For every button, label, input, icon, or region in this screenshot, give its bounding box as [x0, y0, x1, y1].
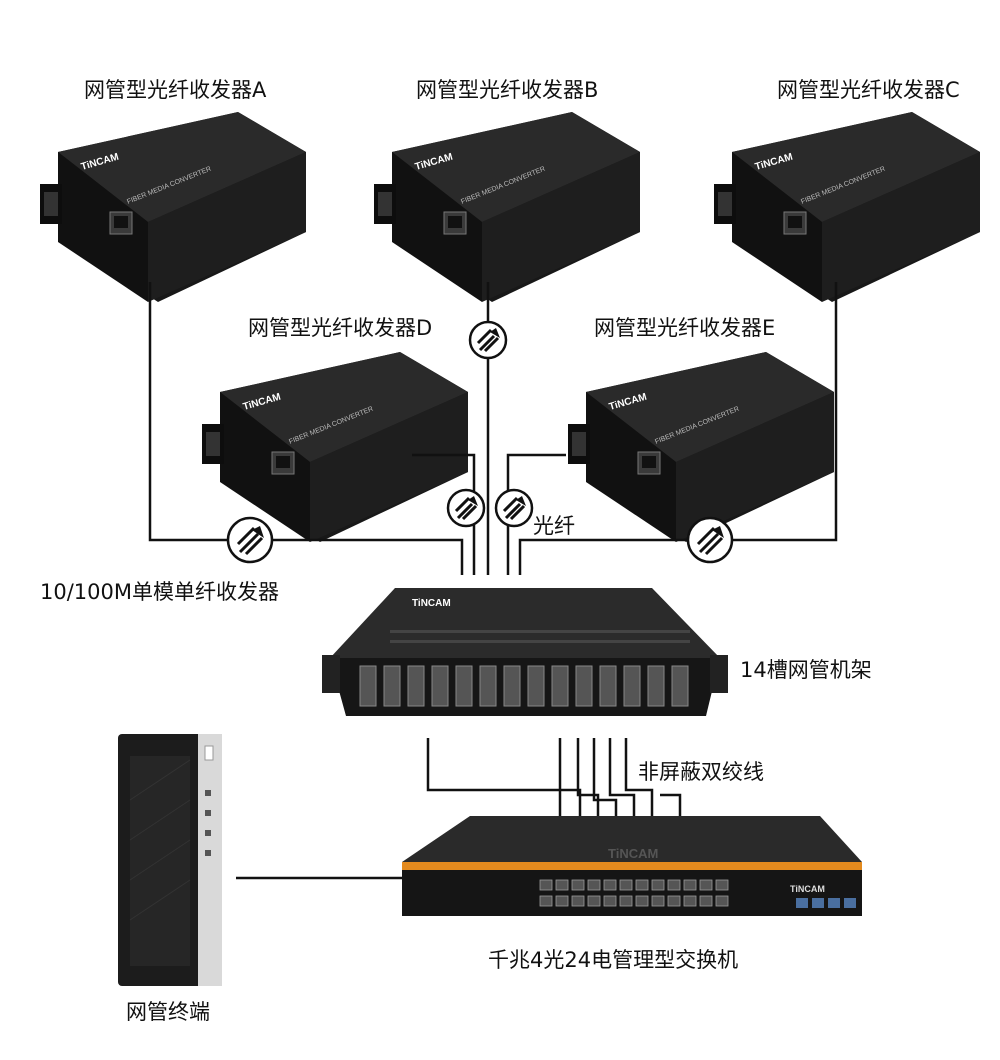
label-switch: 千兆4光24电管理型交换机: [488, 944, 738, 974]
label-fiber: 光纤: [533, 510, 575, 540]
label-converter-e: 网管型光纤收发器E: [594, 312, 775, 342]
converter-d: TiNCAM FIBER MEDIA CONVERTER: [202, 352, 468, 542]
converter-a: TiNCAM FIBER MEDIA CONVERTER: [40, 112, 306, 302]
fiber-arrow-icon: [448, 490, 484, 526]
fiber-arrow-icon: [496, 490, 532, 526]
switch-brand: TiNCAM: [608, 846, 658, 861]
rack-chassis: TiNCAM: [322, 588, 728, 716]
label-rack: 14槽网管机架: [740, 654, 872, 684]
converter-c: TiNCAM FIBER MEDIA CONVERTER: [714, 112, 980, 302]
label-terminal: 网管终端: [126, 996, 210, 1026]
converter-b: TiNCAM FIBER MEDIA CONVERTER: [374, 112, 640, 302]
switch-panel-brand: TiNCAM: [790, 884, 825, 894]
fiber-arrow-icon: [470, 322, 506, 358]
label-converter-a: 网管型光纤收发器A: [84, 74, 266, 104]
fiber-arrow-icon: [228, 518, 272, 562]
label-converter-c: 网管型光纤收发器C: [777, 74, 960, 104]
converter-e: TiNCAM FIBER MEDIA CONVERTER: [568, 352, 834, 542]
label-utp: 非屏蔽双绞线: [638, 756, 764, 786]
pc-terminal: [118, 734, 222, 986]
label-converter-d: 网管型光纤收发器D: [248, 312, 432, 342]
fiber-arrow-icon: [688, 518, 732, 562]
label-single-mode: 10/100M单模单纤收发器: [40, 576, 279, 606]
label-converter-b: 网管型光纤收发器B: [416, 74, 598, 104]
switch-chassis: TiNCAM TiNCAM: [402, 816, 862, 916]
rack-brand: TiNCAM: [412, 598, 451, 609]
